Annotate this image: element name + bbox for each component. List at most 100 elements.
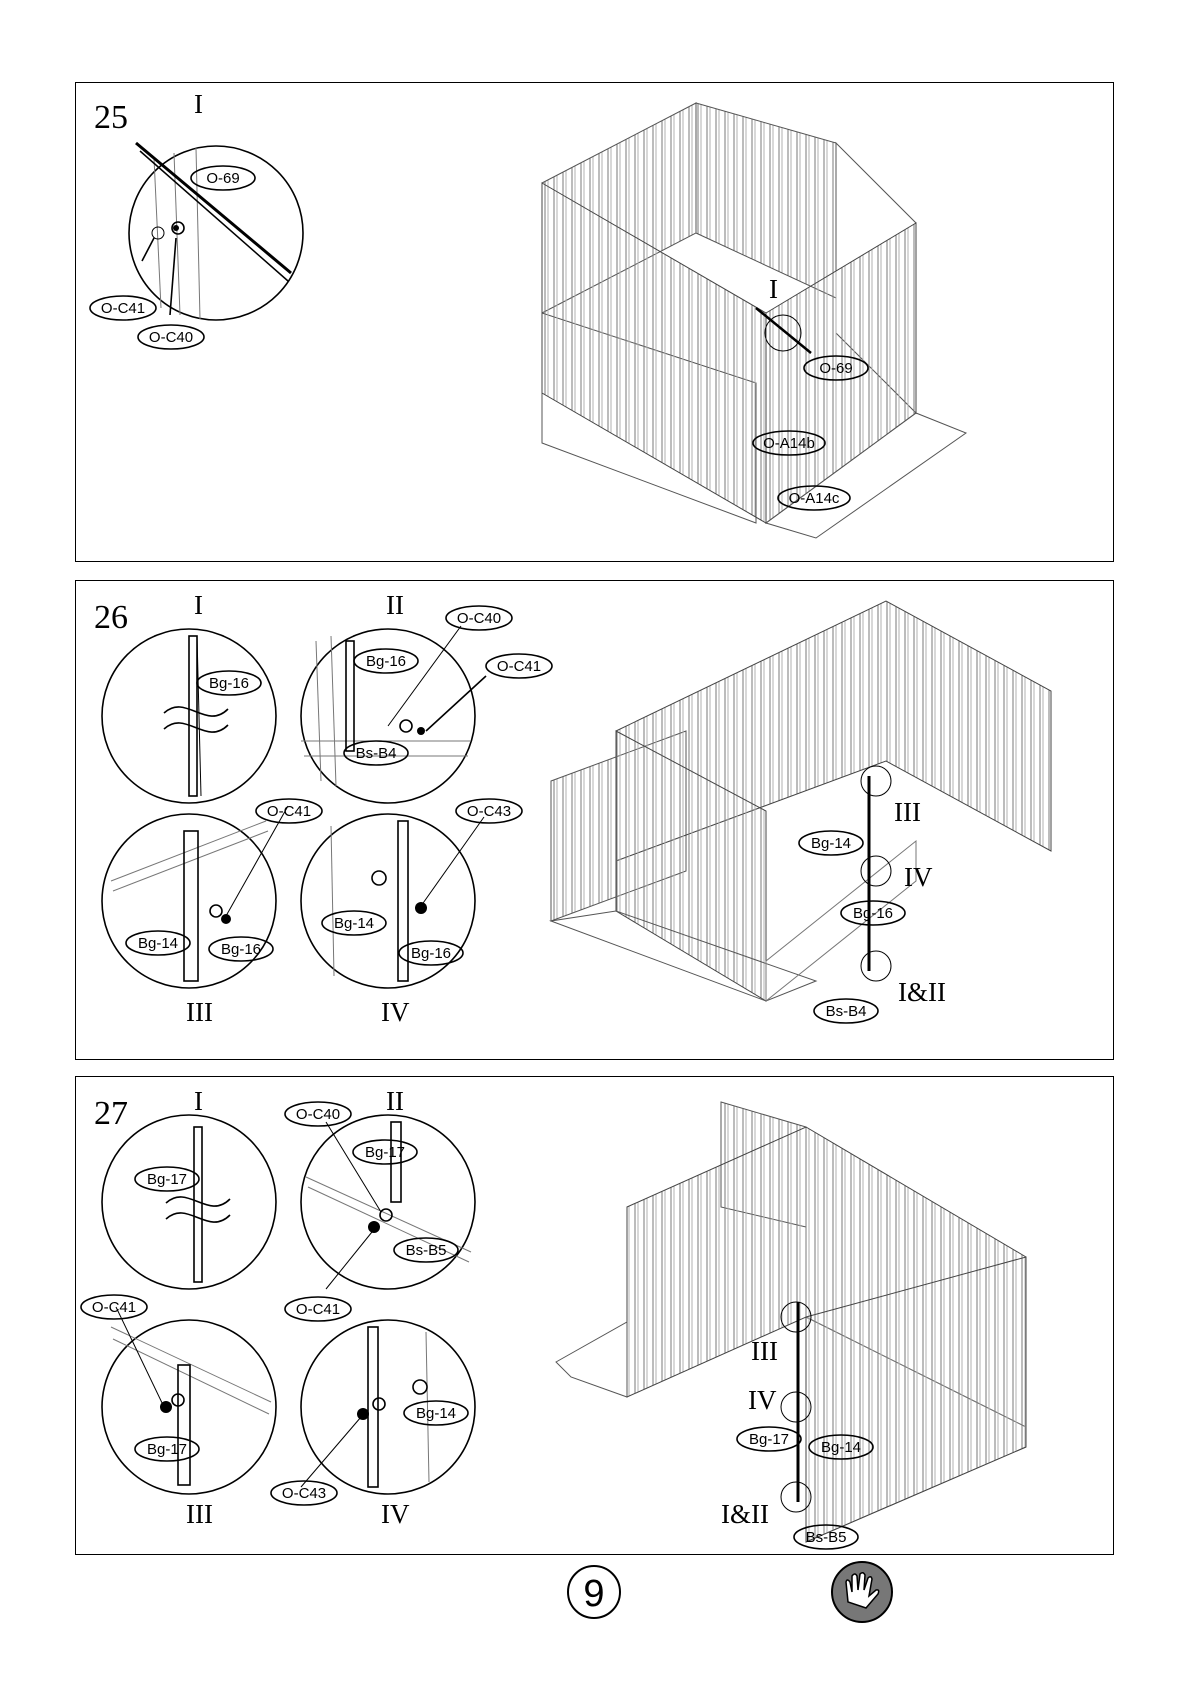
part-label-bg-16-shed: Bg-16 xyxy=(841,901,905,925)
part-label-o-c41: O-C41 xyxy=(90,296,156,320)
detail-circle-iii xyxy=(102,1307,276,1494)
svg-text:Bs-B5: Bs-B5 xyxy=(406,1242,447,1259)
shed-drawing-step-25 xyxy=(542,103,966,538)
step-26-panel: 26 I II III IV Bg-16 xyxy=(75,580,1114,1060)
marker-label-iii: III xyxy=(894,797,921,827)
detail-label-ii: II xyxy=(386,1086,404,1116)
part-label-bg-16: Bg-16 xyxy=(197,671,261,695)
svg-text:Bg-16: Bg-16 xyxy=(221,941,261,958)
svg-text:Bg-14: Bg-14 xyxy=(821,1439,861,1456)
shed-drawing-step-27 xyxy=(556,1102,1026,1542)
part-label-o-c41-iii: O-C41 xyxy=(81,1295,147,1319)
step-25-panel: 25 I O-69 O-C41 O-C40 xyxy=(75,82,1114,562)
svg-text:O-C43: O-C43 xyxy=(282,1485,326,1502)
detail-circle-i xyxy=(102,1115,276,1289)
marker-circle-iv xyxy=(861,856,891,886)
part-label-bg-16-iii: Bg-16 xyxy=(209,937,273,961)
part-label-o-a14c: O-A14c xyxy=(778,486,850,510)
part-label-bg-17-shed: Bg-17 xyxy=(737,1427,801,1451)
part-label-o-c41-ii: O-C41 xyxy=(285,1297,351,1321)
step-27-drawing: 27 I II III IV Bg-17 O-C40 xyxy=(76,1077,1115,1556)
svg-text:O-A14c: O-A14c xyxy=(789,490,840,507)
svg-text:Bg-14: Bg-14 xyxy=(416,1405,456,1422)
detail-marker-i: I xyxy=(769,274,778,304)
step-number: 25 xyxy=(94,99,128,136)
part-label-bs-b4-shed: Bs-B4 xyxy=(814,999,878,1023)
part-label-o-c40: O-C40 xyxy=(285,1102,351,1126)
page-number: 9 xyxy=(583,1573,604,1615)
part-label-o-69: O-69 xyxy=(191,166,255,190)
svg-text:Bg-17: Bg-17 xyxy=(365,1144,405,1161)
marker-label-iii: III xyxy=(751,1336,778,1366)
page-footer: 9 xyxy=(0,1560,1191,1630)
marker-label-iv: IV xyxy=(748,1385,777,1415)
step-number: 27 xyxy=(94,1095,128,1132)
detail-label-iv: IV xyxy=(381,1499,410,1529)
part-label-bg-14-iv: Bg-14 xyxy=(404,1401,468,1425)
svg-text:Bg-17: Bg-17 xyxy=(147,1441,187,1458)
svg-text:Bg-14: Bg-14 xyxy=(334,915,374,932)
part-label-bs-b5: Bs-B5 xyxy=(394,1238,458,1262)
svg-text:O-C41: O-C41 xyxy=(267,803,311,820)
detail-circle-iii xyxy=(102,806,288,988)
svg-text:O-69: O-69 xyxy=(819,360,852,377)
svg-text:Bg-14: Bg-14 xyxy=(138,935,178,952)
svg-text:Bg-16: Bg-16 xyxy=(853,905,893,922)
marker-circle-i-ii xyxy=(861,951,891,981)
detail-label-i: I xyxy=(194,89,203,119)
part-label-bg-14-iv: Bg-14 xyxy=(322,911,386,935)
svg-text:O-C41: O-C41 xyxy=(101,300,145,317)
svg-text:Bs-B4: Bs-B4 xyxy=(826,1003,867,1020)
part-label-bg-14-shed: Bg-14 xyxy=(799,831,863,855)
marker-label-i-ii: I&II xyxy=(721,1499,769,1529)
marker-label-i-ii: I&II xyxy=(898,977,946,1007)
step-27-panel: 27 I II III IV Bg-17 O-C40 xyxy=(75,1076,1114,1555)
marker-circle-iii xyxy=(861,766,891,796)
detail-circle-iv xyxy=(301,814,484,988)
detail-label-i: I xyxy=(194,590,203,620)
page-number-badge: 9 xyxy=(568,1566,620,1618)
svg-text:O-C41: O-C41 xyxy=(92,1299,136,1316)
svg-text:O-A14b: O-A14b xyxy=(763,435,815,452)
svg-text:Bg-16: Bg-16 xyxy=(209,675,249,692)
part-label-o-c43: O-C43 xyxy=(271,1481,337,1505)
svg-text:Bg-16: Bg-16 xyxy=(411,945,451,962)
svg-text:O-C43: O-C43 xyxy=(467,803,511,820)
svg-text:Bs-B4: Bs-B4 xyxy=(356,745,397,762)
part-label-bg-17: Bg-17 xyxy=(135,1167,199,1191)
part-label-o-c41: O-C41 xyxy=(486,654,552,678)
svg-text:O-C40: O-C40 xyxy=(296,1106,340,1123)
detail-label-i: I xyxy=(194,1086,203,1116)
svg-text:Bg-14: Bg-14 xyxy=(811,835,851,852)
part-label-o-c41-iii: O-C41 xyxy=(256,799,322,823)
part-label-o-c40: O-C40 xyxy=(138,325,204,349)
svg-text:Bg-16: Bg-16 xyxy=(366,653,406,670)
svg-text:Bg-17: Bg-17 xyxy=(749,1431,789,1448)
detail-circle-i xyxy=(102,629,276,803)
marker-label-iv: IV xyxy=(904,862,933,892)
part-label-bs-b5-shed: Bs-B5 xyxy=(794,1525,858,1549)
gloves-icon xyxy=(832,1562,892,1622)
detail-label-iii: III xyxy=(186,997,213,1027)
detail-circle-ii xyxy=(301,1115,475,1289)
part-label-bs-b4: Bs-B4 xyxy=(344,741,408,765)
detail-label-ii: II xyxy=(386,590,404,620)
step-25-drawing: 25 I O-69 O-C41 O-C40 xyxy=(76,83,1115,563)
detail-label-iii: III xyxy=(186,1499,213,1529)
shed-drawing-step-26 xyxy=(551,601,1051,1001)
part-label-bg-16-ii: Bg-16 xyxy=(354,649,418,673)
svg-text:Bg-17: Bg-17 xyxy=(147,1171,187,1188)
part-label-o-c43: O-C43 xyxy=(456,799,522,823)
svg-text:O-C41: O-C41 xyxy=(497,658,541,675)
svg-text:O-C40: O-C40 xyxy=(149,329,193,346)
svg-text:O-69: O-69 xyxy=(206,170,239,187)
part-label-o-a14b: O-A14b xyxy=(753,431,825,455)
part-label-o-c40: O-C40 xyxy=(446,606,512,630)
detail-label-iv: IV xyxy=(381,997,410,1027)
part-label-bg-14-iii: Bg-14 xyxy=(126,931,190,955)
svg-text:O-C41: O-C41 xyxy=(296,1301,340,1318)
svg-text:O-C40: O-C40 xyxy=(457,610,501,627)
part-label-bg-17-ii: Bg-17 xyxy=(353,1140,417,1164)
step-26-drawing: 26 I II III IV Bg-16 xyxy=(76,581,1115,1061)
step-number: 26 xyxy=(94,599,128,636)
